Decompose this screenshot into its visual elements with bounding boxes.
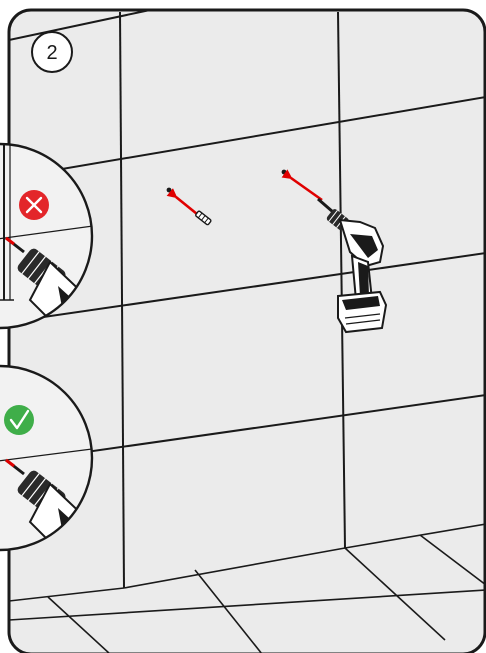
- step-number-badge: 2: [31, 31, 73, 73]
- tiled-wall: [9, 10, 485, 653]
- tiled-floor: [9, 560, 485, 653]
- x-icon: [19, 190, 49, 220]
- drill-direction-arrow: [281, 169, 323, 202]
- hole-mark-left: [166, 187, 172, 193]
- check-icon: [4, 405, 34, 435]
- step-number: 2: [46, 42, 57, 64]
- hole-marks: [166, 169, 323, 216]
- floor-tile-grid: [9, 523, 485, 653]
- panel-border: [7, 8, 486, 653]
- wall-plug-icon: [195, 210, 212, 226]
- scene: [9, 10, 485, 653]
- cordless-drill-icon: [317, 197, 388, 334]
- insert-plug-arrow: [166, 188, 198, 216]
- hole-mark-right: [281, 169, 287, 175]
